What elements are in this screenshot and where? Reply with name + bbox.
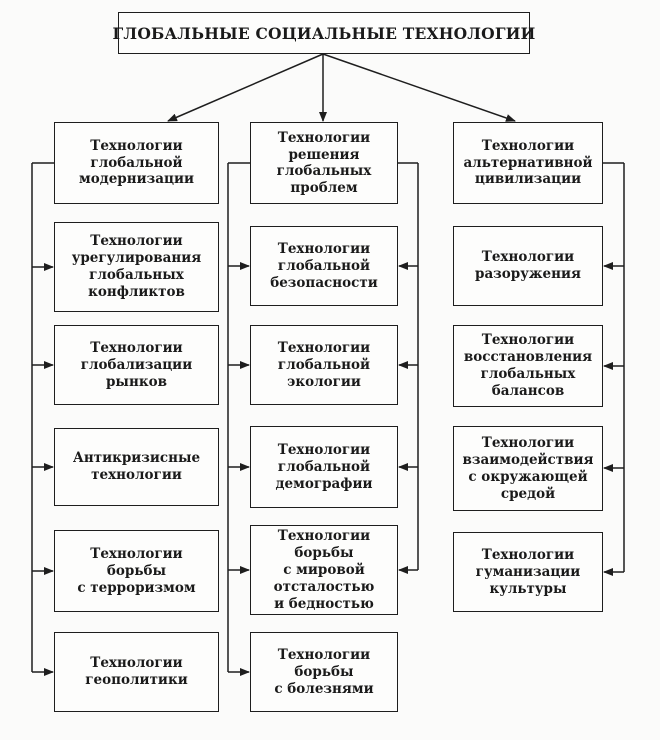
item-global-demography: Технологии глобальной демографии — [250, 426, 398, 508]
item-counterterrorism: Технологии борьбы с терроризмом — [54, 530, 219, 612]
column-header-global-problems: Технологии решения глобальных проблем — [250, 122, 398, 204]
item-balance-restoration: Технологии восстановления глобальных бал… — [453, 325, 603, 407]
item-geopolitics: Технологии геополитики — [54, 632, 219, 712]
item-environment-interaction: Технологии взаимодействия с окружающей с… — [453, 426, 603, 511]
item-global-security: Технологии глобальной безопасности — [250, 226, 398, 306]
diagram-title: ГЛОБАЛЬНЫЕ СОЦИАЛЬНЫЕ ТЕХНОЛОГИИ — [113, 12, 535, 54]
column-header-alternative-civilization: Технологии альтернативной цивилизации — [453, 122, 603, 204]
item-anticrisis: Антикризисные технологии — [54, 428, 219, 506]
item-disease-fight: Технологии борьбы с болезнями — [250, 632, 398, 712]
column-header-modernization: Технологии глобальной модернизации — [54, 122, 219, 204]
title-to-civilization-arrow — [322, 53, 516, 122]
title-to-modernization-arrow — [167, 53, 324, 122]
item-disarmament: Технологии разоружения — [453, 226, 603, 306]
item-poverty-fight: Технологии борьбы с мировой отсталостью … — [250, 525, 398, 615]
item-culture-humanization: Технологии гуманизации культуры — [453, 532, 603, 612]
item-conflict-regulation: Технологии урегулирования глобальных кон… — [54, 222, 219, 312]
item-market-globalization: Технологии глобализации рынков — [54, 325, 219, 405]
item-global-ecology: Технологии глобальной экологии — [250, 325, 398, 405]
